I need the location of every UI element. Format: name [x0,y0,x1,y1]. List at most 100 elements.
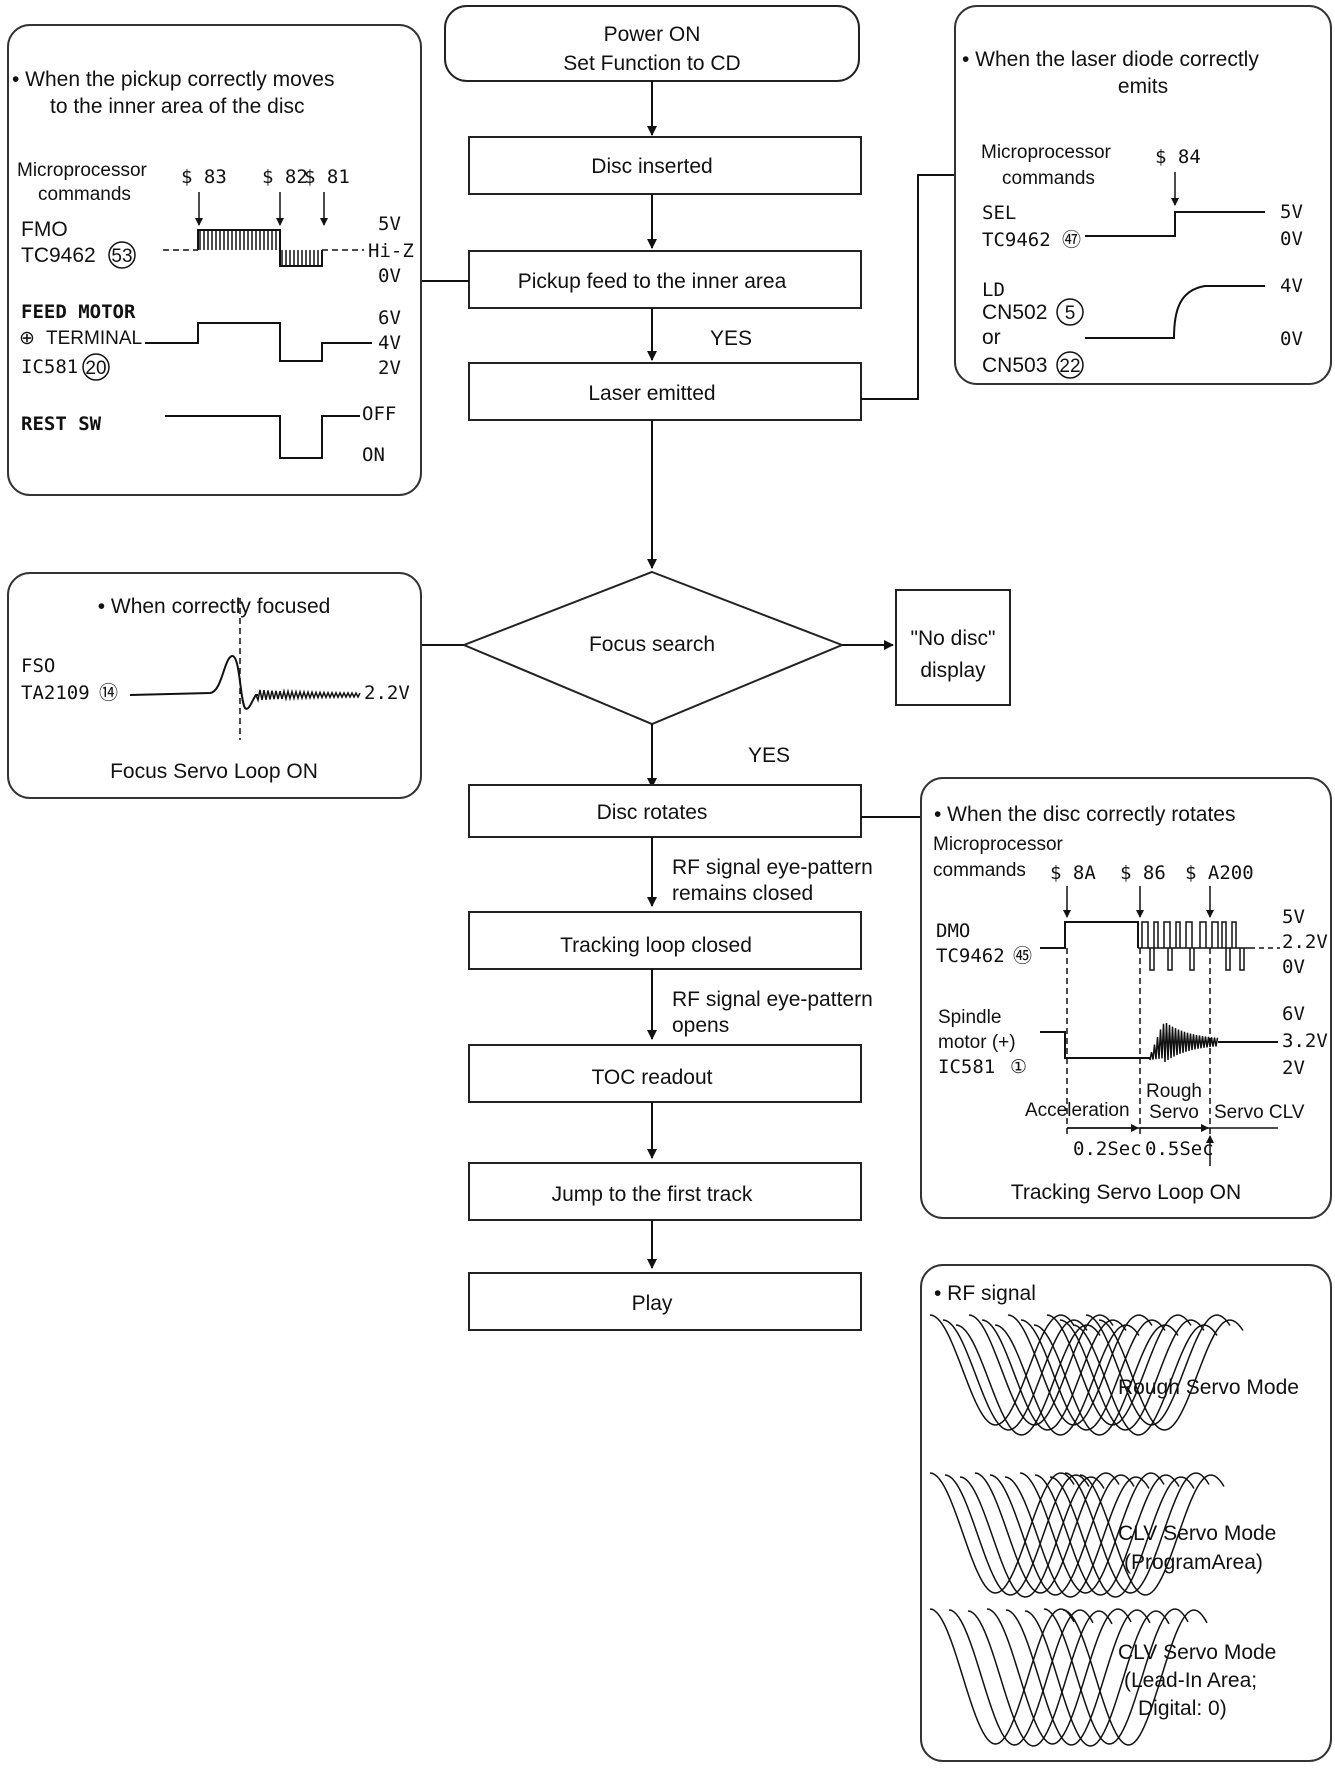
eye-trace [1046,1314,1192,1426]
play-label: Play [632,1292,673,1315]
sel-level-5v: 5V [1280,201,1303,223]
panel-laser: • When the laser diode correctly emits M… [954,5,1332,385]
pickup-feed-label: Pickup feed to the inner area [518,270,787,293]
eye-trace [929,1314,1075,1426]
ld-pin-5-circle [1056,298,1084,326]
rf-mode-leadin-line2: (Lead-In Area; [1124,1669,1257,1692]
disc-inserted-label: Disc inserted [591,155,712,178]
disc-mp-line1: Microprocessor [933,834,1064,855]
spindle-line1: Spindle [938,1007,1001,1028]
eye-trace [948,1609,1094,1746]
spindle-level-6v: 6V [1282,1003,1305,1025]
panel-focus-frame [7,572,422,799]
ld-level-0v: 0V [1280,328,1303,350]
connector-laser [861,174,955,400]
spindle-line2: motor (+) [938,1032,1016,1053]
feed-waveform [145,322,372,362]
panel-disc: • When the disc correctly rotates Microp… [920,777,1332,1219]
rf-mode-clv-line2: (ProgramArea) [1124,1551,1263,1574]
panel-pickup: • When the pickup correctly moves to the… [7,24,422,496]
focus-search-label: Focus search [589,633,715,656]
disc-cmd-a200: $ A200 [1185,862,1254,884]
dmo-level-0v: 0V [1282,956,1305,978]
rest-sw-waveform [165,415,360,459]
disc-inserted-box [468,136,862,195]
laser-cmd-84: $ 84 [1155,146,1201,168]
spindle-level-32v: 3.2V [1282,1030,1328,1052]
feed-level-4v: 4V [378,332,401,354]
panel-pickup-frame [7,24,422,496]
rf-opens-line2: opens [672,1014,729,1037]
spindle-level-2v: 2V [1282,1057,1305,1079]
ld-level-4v: 4V [1280,275,1303,297]
dmo-chip: TC9462 [936,945,1005,967]
eye-trace [1043,1608,1189,1745]
phase-servo-clv: Servo CLV [1214,1102,1305,1123]
pickup-cmd-81: $ 81 [304,166,350,188]
phase-rough: Rough [1146,1081,1202,1102]
disc-footer: Tracking Servo Loop ON [1011,1181,1241,1204]
disc-rotates-box [468,784,862,838]
fso-chip: TA2109 [21,682,90,704]
sel-pin: ㊼ [1062,229,1081,251]
ld-cn503: CN503 [982,354,1047,377]
feed-ic-label: IC581 [21,356,78,378]
power-on-line1: Power ON [604,23,701,46]
rf-mode-leadin-line3: Digital: 0) [1138,1697,1227,1720]
fso-label: FSO [21,655,55,677]
laser-title-line1: • When the laser diode correctly [962,48,1259,71]
fso-noise [255,688,361,703]
rf-mode-rough: Rough Servo Mode [1118,1376,1299,1399]
sel-label: SEL [982,202,1016,224]
eye-trace [1024,1610,1170,1747]
no-disc-line2: display [920,659,986,682]
eye-trace [1079,1474,1225,1596]
eye-trace [1004,1476,1150,1598]
ld-waveform [1085,285,1265,339]
jump-first-box [468,1162,862,1221]
phase-acceleration: Acceleration [1025,1100,1130,1121]
pickup-cmd-83: $ 83 [181,166,227,188]
fmo-level-5v: 5V [378,213,401,235]
eye-trace [968,1314,1114,1426]
ld-pin-22-circle [1056,351,1084,379]
fmo-chip: TC9462 [21,244,96,267]
eye-trace [1005,1609,1151,1746]
fso-waveform [129,654,258,710]
power-on-line2: Set Function to CD [563,52,740,75]
yes-label-2: YES [748,744,790,767]
pickup-title-line2: to the inner area of the disc [50,95,305,118]
ld-pin-22: 22 [1059,356,1080,377]
spindle-pin: ① [1010,1057,1027,1078]
rest-sw-label: REST SW [21,413,102,435]
fmo-pin: 53 [111,246,132,267]
feed-level-2v: 2V [378,357,401,379]
eye-trace [1033,1324,1179,1436]
eye-trace [1007,1314,1153,1426]
eye-trace [981,1319,1127,1431]
sel-chip: TC9462 [982,229,1051,251]
time-05sec: 0.5Sec [1145,1138,1214,1160]
feed-pin-circle [82,353,110,381]
fmo-label: FMO [21,218,68,241]
dmo-waveform [1040,921,1280,971]
pickup-mp-line1: Microprocessor [17,160,148,181]
fmo-level-hiz: Hi-Z [368,240,414,262]
laser-title-line2: emits [1118,75,1168,98]
focus-footer: Focus Servo Loop ON [110,760,318,783]
eye-trace [1059,1319,1205,1431]
toc-readout-box [468,1044,862,1103]
ld-label: LD [982,279,1005,301]
fmo-waveform [163,229,364,267]
rf-mode-clv-line1: CLV Servo Mode [1118,1522,1276,1545]
play-box [468,1272,862,1331]
pickup-title-line1: • When the pickup correctly moves [12,68,334,91]
yes-label-1: YES [710,327,752,350]
fso-level: 2.2V [364,682,410,704]
pickup-cmd-82: $ 82 [262,166,308,188]
fso-pin: ⑭ [99,682,118,704]
no-disc-line1: "No disc" [911,627,996,650]
eye-trace [1072,1324,1218,1436]
